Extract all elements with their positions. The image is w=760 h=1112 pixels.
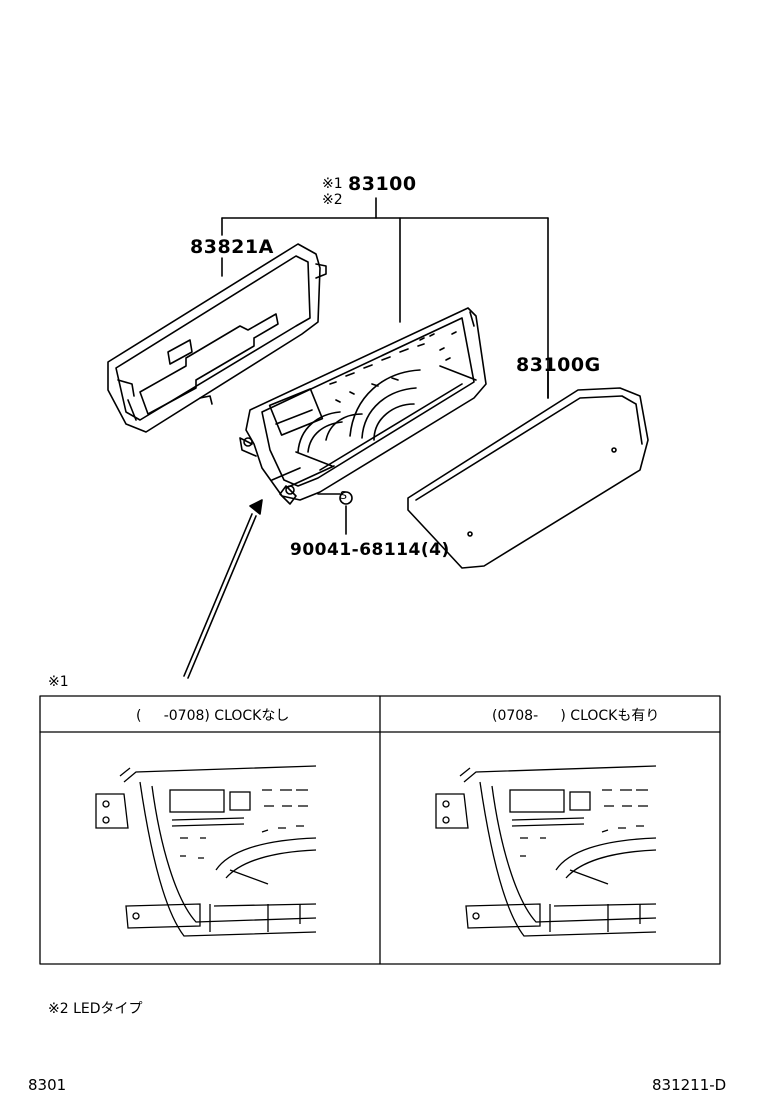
detail-arrow xyxy=(183,499,263,679)
screw-part-number: 90041-68114(4) xyxy=(290,540,450,560)
detail-header-left: ( -0708) CLOCKなし xyxy=(136,708,290,724)
lens-cover-part-number: 83821A xyxy=(190,236,274,258)
page-code-right: 831211-D xyxy=(652,1076,727,1094)
leader-bracket xyxy=(221,197,549,399)
detail-view-right xyxy=(435,765,657,937)
footnote: ※2 LEDタイプ xyxy=(48,1001,143,1017)
screw-symbol: S xyxy=(340,489,347,502)
glass-part-number: 83100G xyxy=(516,354,601,376)
screw-leader xyxy=(317,491,353,535)
assembly-mark-2: ※2 xyxy=(322,192,343,208)
page-code-left: 8301 xyxy=(28,1076,67,1094)
assembly-part-number: 83100 xyxy=(348,173,417,195)
cluster-body-part xyxy=(239,307,487,505)
glass-part xyxy=(407,387,649,569)
detail-view-left xyxy=(95,765,317,937)
detail-table xyxy=(39,695,721,965)
lens-cover-part xyxy=(107,243,327,433)
assembly-mark-1: ※1 xyxy=(322,176,343,192)
detail-header-right: (0708- ) CLOCKも有り xyxy=(492,708,660,724)
detail-mark: ※1 xyxy=(48,674,69,690)
